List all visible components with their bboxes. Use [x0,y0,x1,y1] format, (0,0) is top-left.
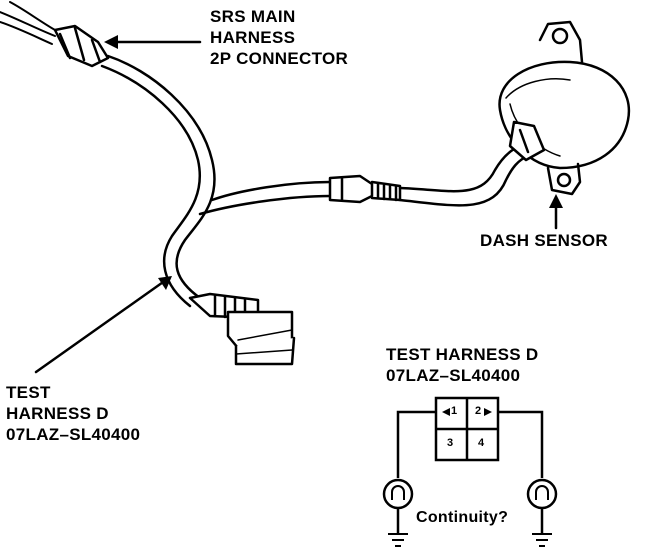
sensor-cable [398,144,530,207]
test-harness-right-line2: 07LAZ–SL40400 [386,366,521,385]
pin-3-label: 3 [447,437,454,449]
test-harness-right-label: TEST HARNESS D 07LAZ–SL40400 [386,344,539,386]
test-harness-left-line2: HARNESS D [6,404,109,423]
pin-markers [442,408,492,416]
continuity-schematic [382,396,558,547]
test-harness-left-line1: TEST [6,383,51,402]
srs-connector-label-line2: HARNESS [210,28,296,47]
pin-2-label: 2 [475,405,482,417]
pin-1-label: 1 [451,405,458,417]
harness-cable [100,54,332,308]
srs-connector-label-line1: SRS MAIN [210,7,296,26]
dash-sensor-label: DASH SENSOR [480,231,608,250]
srs-connector-label: SRS MAIN HARNESS 2P CONNECTOR [210,6,348,69]
dash-sensor [498,20,631,196]
continuity-label: Continuity? [416,509,509,526]
srs-connector-label-line3: 2P CONNECTOR [210,49,349,68]
test-harness-connector [188,292,296,366]
pin-4-label: 4 [478,437,485,449]
inline-connector [328,174,402,204]
arrowheads [104,35,563,290]
srs-2p-connector [53,24,110,68]
test-harness-right-line1: TEST HARNESS D [386,345,539,364]
leader-lines [34,40,558,374]
incoming-wires [0,1,56,45]
test-harness-left-label: TEST HARNESS D 07LAZ–SL40400 [6,382,140,445]
test-harness-left-line3: 07LAZ–SL40400 [6,425,141,444]
